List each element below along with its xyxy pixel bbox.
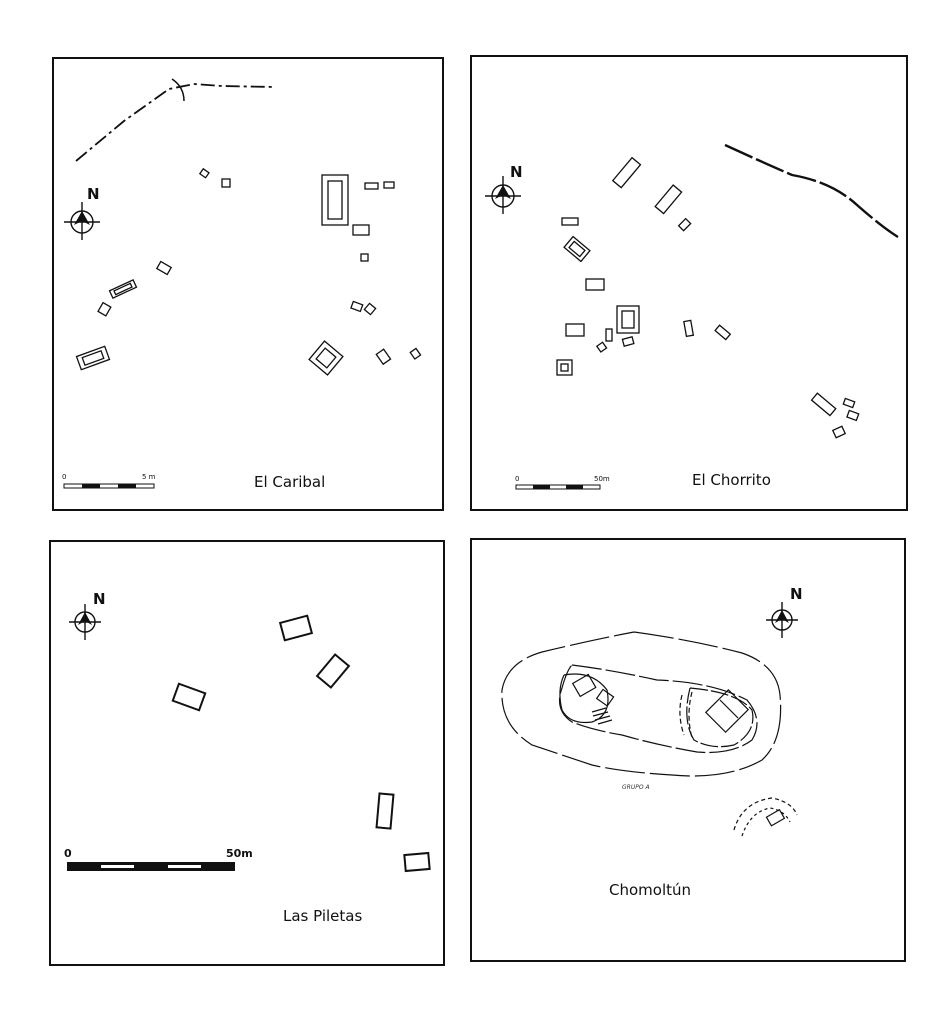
scale-end-label: 50m	[226, 847, 253, 860]
structure	[350, 300, 364, 313]
structure	[595, 341, 608, 353]
structure	[383, 181, 395, 189]
map-panel-el-chorrito: N 0 50m El Chorrito	[470, 55, 908, 511]
structure	[560, 363, 569, 372]
site-name: El Chorrito	[692, 471, 771, 489]
site-name: Chomoltún	[609, 881, 692, 899]
structure	[563, 235, 591, 263]
scale-bar	[63, 483, 155, 489]
site-plan-el-chorrito	[485, 143, 899, 490]
structure	[360, 253, 369, 262]
north-label: N	[510, 163, 523, 181]
structure	[171, 682, 207, 712]
boundary-line	[171, 78, 185, 102]
structure	[113, 282, 133, 296]
map-panel-chomoltun: N GRUPO A Chomoltún	[470, 538, 906, 962]
north-label: N	[93, 590, 106, 608]
structure	[595, 688, 615, 707]
site-plan-las-piletas	[67, 604, 431, 873]
scale-end-label: 5 m	[142, 473, 156, 481]
contour-line	[688, 691, 693, 739]
structure	[352, 224, 370, 236]
structure	[327, 180, 343, 220]
structure	[375, 792, 395, 830]
structure	[561, 217, 579, 226]
structure	[81, 349, 105, 367]
map-panel-las-piletas: N 0 50m Las Piletas	[49, 540, 445, 966]
structure	[846, 409, 860, 422]
contour-line	[559, 664, 758, 754]
group-label: GRUPO A	[622, 784, 650, 791]
scale-bar	[515, 484, 601, 490]
structure	[321, 174, 349, 226]
structure	[568, 240, 586, 258]
contour-line	[733, 797, 798, 831]
boundary-line	[75, 83, 275, 162]
structure	[556, 359, 573, 376]
structure	[155, 260, 173, 276]
structure	[621, 310, 635, 329]
site-plan-el-caribal	[63, 78, 422, 489]
site-name: Las Piletas	[283, 907, 363, 925]
structure	[704, 688, 750, 734]
structure	[765, 808, 786, 827]
scale-end-label: 50m	[594, 475, 610, 483]
structure	[605, 328, 613, 342]
structure	[315, 653, 351, 689]
structure	[810, 392, 837, 417]
structure	[611, 156, 642, 189]
structure	[315, 347, 337, 369]
structure	[278, 614, 314, 642]
structure	[621, 336, 635, 347]
structure	[409, 347, 422, 360]
structure	[585, 278, 605, 291]
structure	[842, 397, 856, 409]
north-label: N	[790, 585, 803, 603]
north-arrow-icon	[766, 602, 798, 638]
scale-bar	[67, 862, 235, 871]
map-panel-el-caribal: N 0 5 m El Caribal	[52, 57, 444, 511]
scale-start-label: 0	[62, 473, 67, 481]
structure	[108, 279, 138, 299]
structure	[221, 178, 231, 188]
structure	[677, 217, 692, 232]
structure	[616, 305, 640, 334]
boundary-line	[724, 143, 899, 239]
structure	[97, 301, 112, 317]
structure	[308, 340, 344, 376]
structure	[375, 348, 392, 366]
contour-line	[679, 694, 685, 736]
structure	[75, 345, 111, 371]
structure	[364, 182, 379, 190]
north-arrow-icon	[64, 202, 100, 240]
contour-line	[686, 687, 754, 748]
structure	[714, 324, 732, 341]
contour-line	[501, 631, 782, 777]
structure	[403, 851, 431, 873]
contour-line	[741, 807, 791, 837]
structure	[654, 184, 683, 215]
scale-start-label: 0	[64, 847, 72, 860]
site-name: El Caribal	[254, 473, 326, 491]
structure	[831, 425, 847, 439]
north-label: N	[87, 185, 100, 203]
structure	[565, 323, 585, 337]
scale-start-label: 0	[515, 475, 520, 483]
north-arrow-icon	[485, 176, 521, 214]
site-plan-chomoltun	[501, 602, 798, 837]
contour-line	[559, 673, 609, 724]
structure	[363, 302, 377, 316]
structure	[683, 319, 695, 338]
structure	[198, 167, 210, 179]
north-arrow-icon	[69, 604, 101, 640]
structure	[571, 673, 597, 698]
